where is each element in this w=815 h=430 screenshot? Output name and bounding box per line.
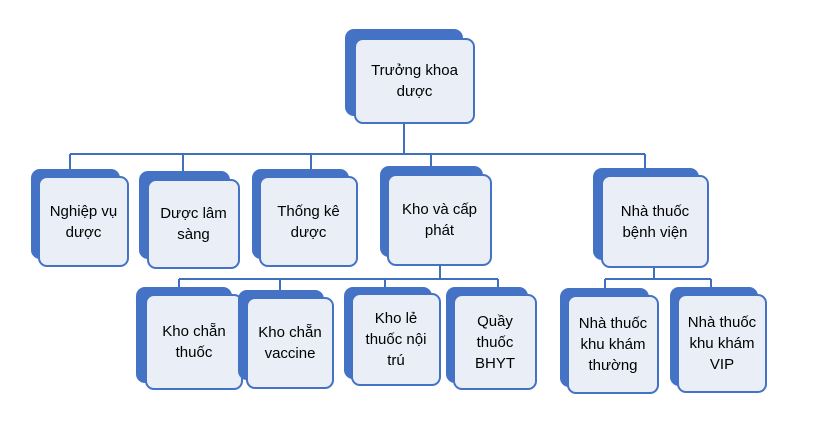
node-label: Trưởng khoa dược [354, 38, 475, 124]
node-label: Nhà thuốc bệnh viện [601, 175, 709, 268]
node-label: Kho chẵn vaccine [246, 297, 334, 389]
node-label: Kho chẵn thuốc [145, 294, 243, 390]
node-label: Quầy thuốc BHYT [453, 294, 537, 390]
node-label: Nghiệp vụ dược [38, 176, 129, 267]
node-label: Thống kê dược [259, 176, 358, 267]
node-label: Kho và cấp phát [387, 174, 492, 266]
node-label: Nhà thuốc khu khám thường [567, 295, 659, 394]
node-label: Nhà thuốc khu khám VIP [677, 294, 767, 393]
node-label: Dược lâm sàng [147, 179, 240, 269]
node-label: Kho lẻ thuốc nội trú [351, 293, 441, 386]
